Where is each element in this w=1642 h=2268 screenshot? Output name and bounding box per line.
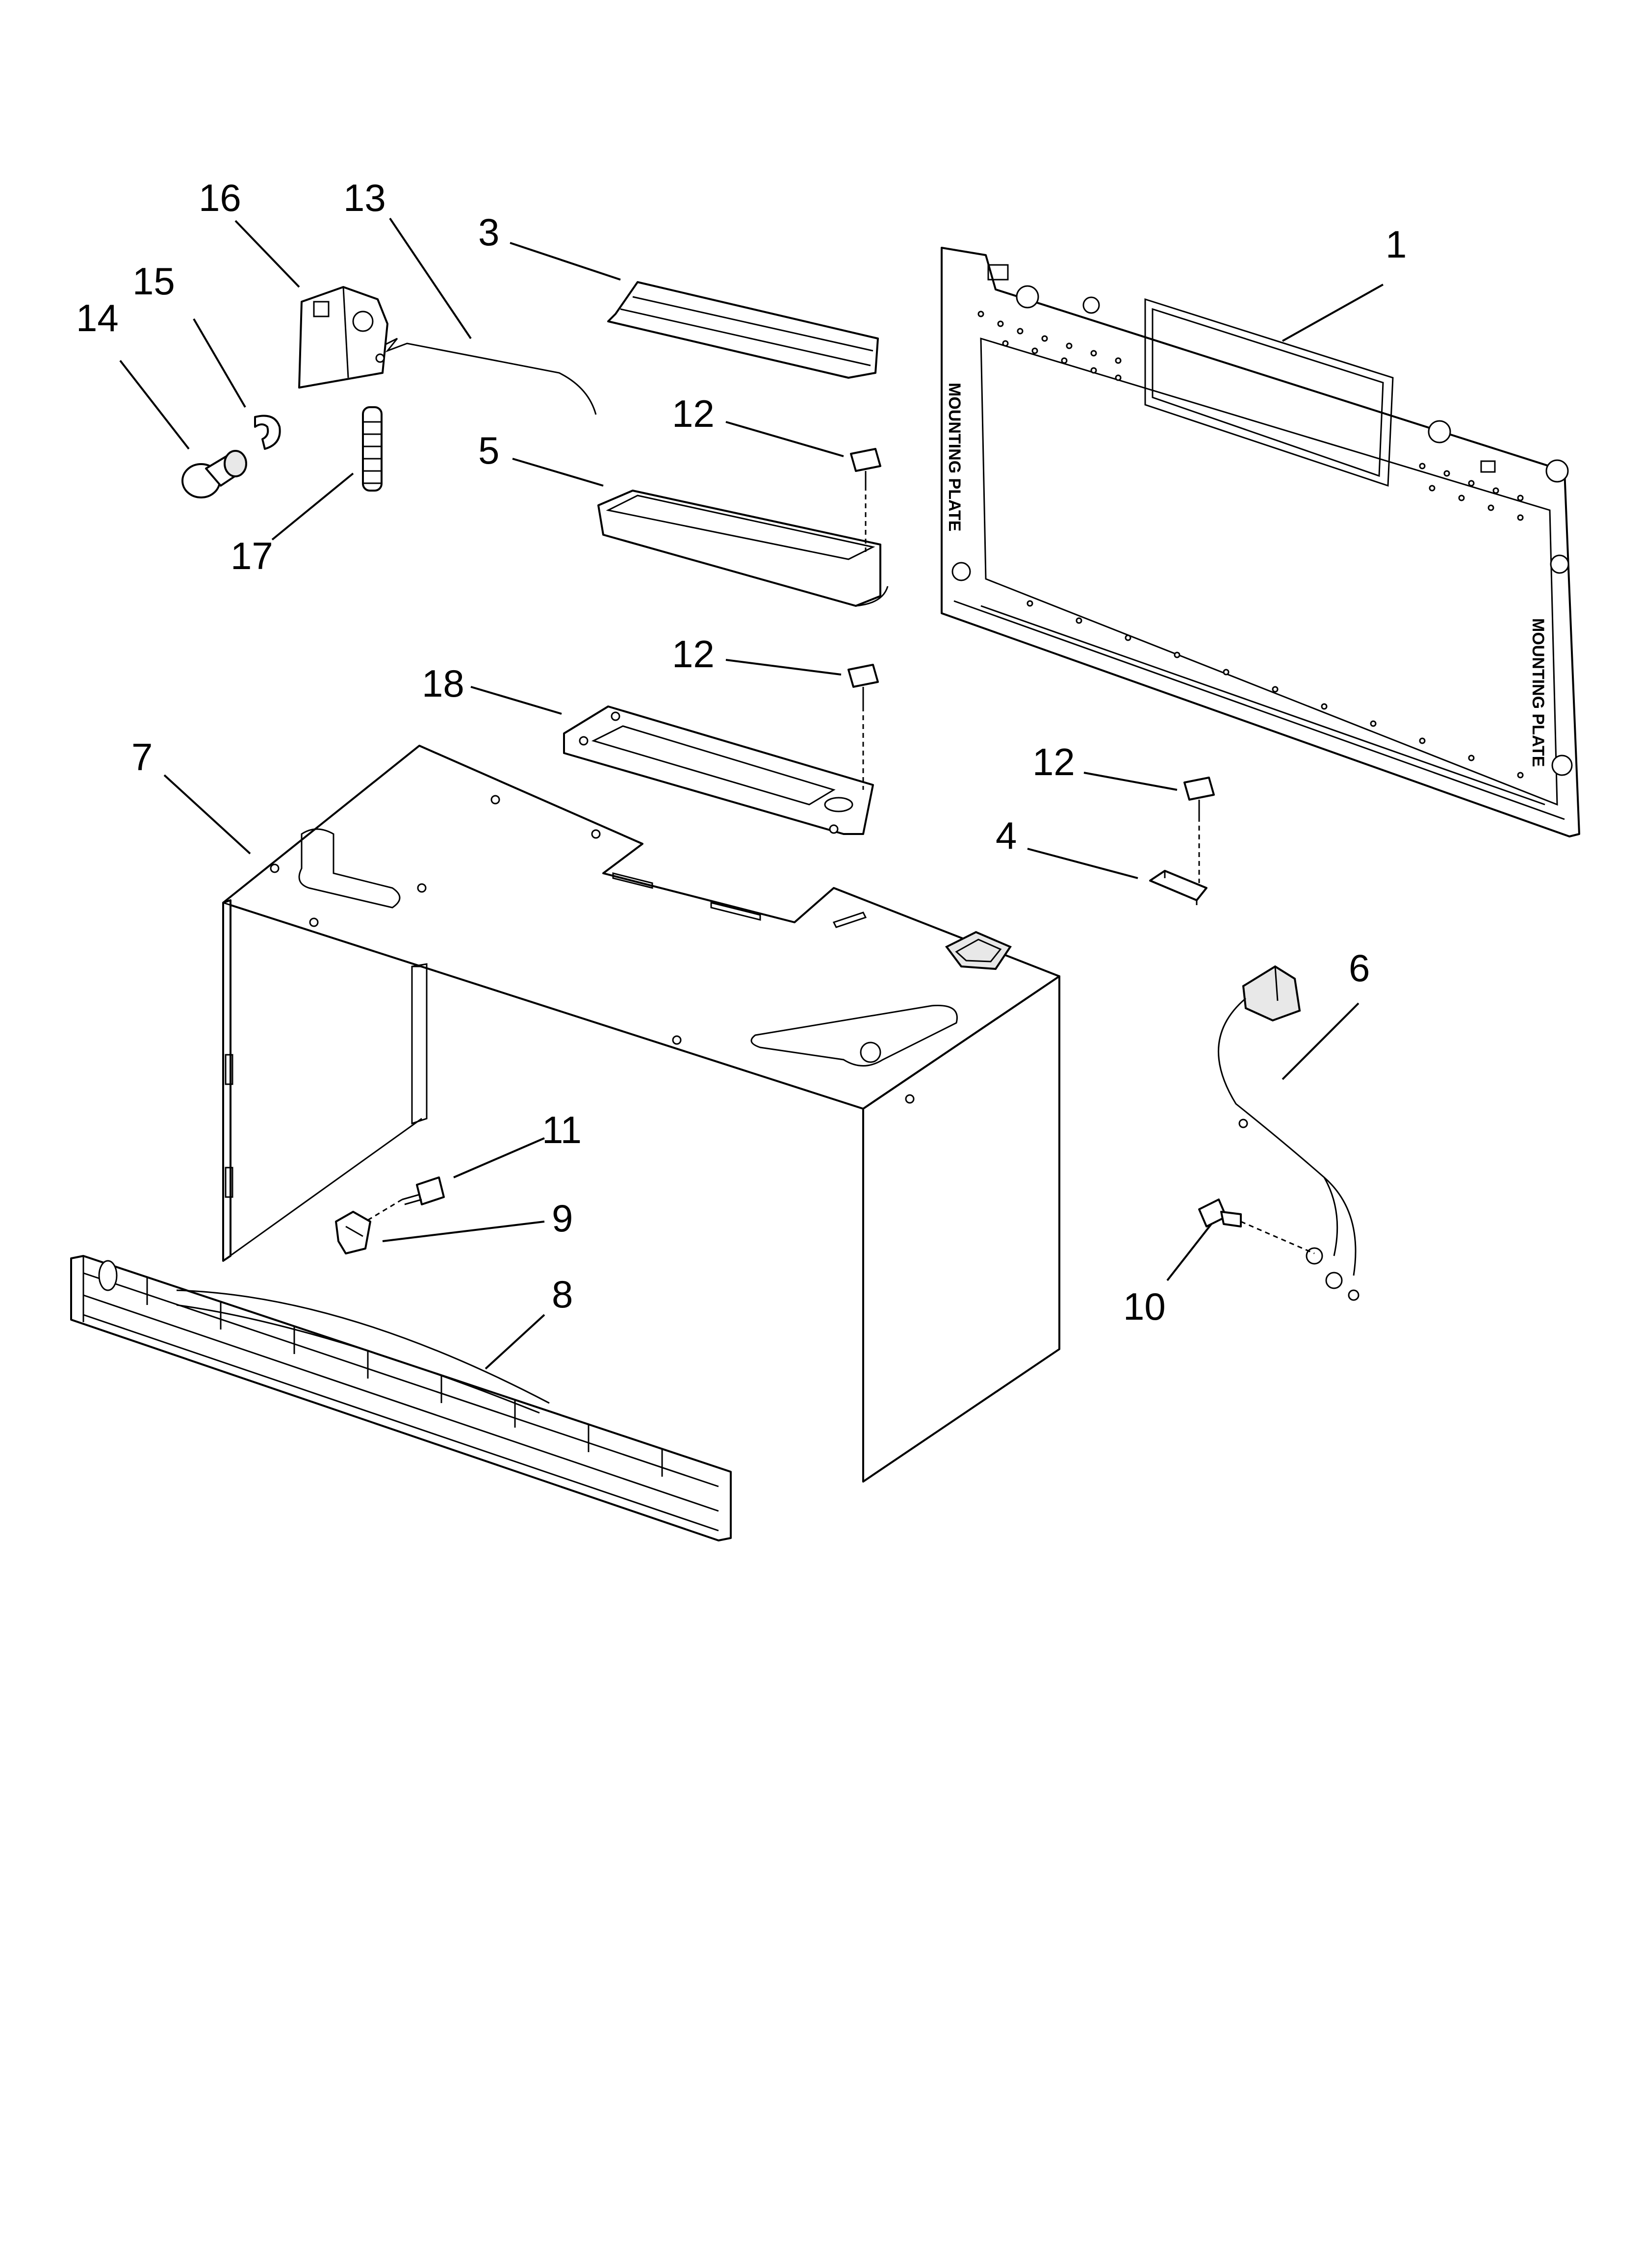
callout-5: 5 [478,429,499,472]
gasket [563,705,874,835]
callout-12-upper: 12 [672,392,715,435]
callout-labels: 1 3 4 5 6 7 8 9 10 11 12 12 12 13 14 15 … [76,176,1407,1328]
knob [181,450,247,498]
callout-17: 17 [231,534,273,577]
damper-wire [382,338,597,415]
callout-6: 6 [1349,946,1370,990]
callout-14: 14 [76,296,119,339]
screw-middle [847,664,879,706]
callout-18: 18 [422,662,464,705]
vent-grille [70,1255,732,1541]
callout-15: 15 [132,260,175,303]
plate-hole-pattern [977,311,1524,779]
callout-9: 9 [552,1197,573,1240]
mounting-plate: MOUNTING PLATE MOUNTING PLATE [941,247,1580,837]
damper-housing [597,490,889,607]
outer-wrapper [222,745,1060,1483]
small-bracket [1149,870,1207,905]
ground-screw [1198,1199,1242,1227]
screw-right [1183,777,1215,817]
power-cord [1218,965,1360,1301]
plate-label-side: MOUNTING PLATE [1529,618,1547,767]
callout-16: 16 [199,176,241,219]
callout-11: 11 [542,1108,582,1151]
callout-8: 8 [552,1273,573,1316]
callout-13: 13 [343,176,386,219]
screw-upper [850,448,881,486]
callout-12-middle: 12 [672,632,715,676]
retaining-clip [254,415,281,450]
spring [362,406,383,492]
grille-slots [146,1278,663,1477]
callout-3: 3 [478,210,499,254]
grille-clip [335,1211,371,1254]
assembly-guides [365,486,1315,1254]
grille-screw [402,1176,445,1205]
callout-12-right: 12 [1032,740,1075,783]
callout-7: 7 [131,735,153,779]
hinge-bracket [298,286,388,389]
callout-4: 4 [996,814,1017,857]
callout-1: 1 [1385,223,1407,266]
top-rail [607,281,879,379]
plate-label-top: MOUNTING PLATE [945,383,964,531]
leader-lines [119,217,1384,1370]
callout-10: 10 [1123,1285,1166,1328]
